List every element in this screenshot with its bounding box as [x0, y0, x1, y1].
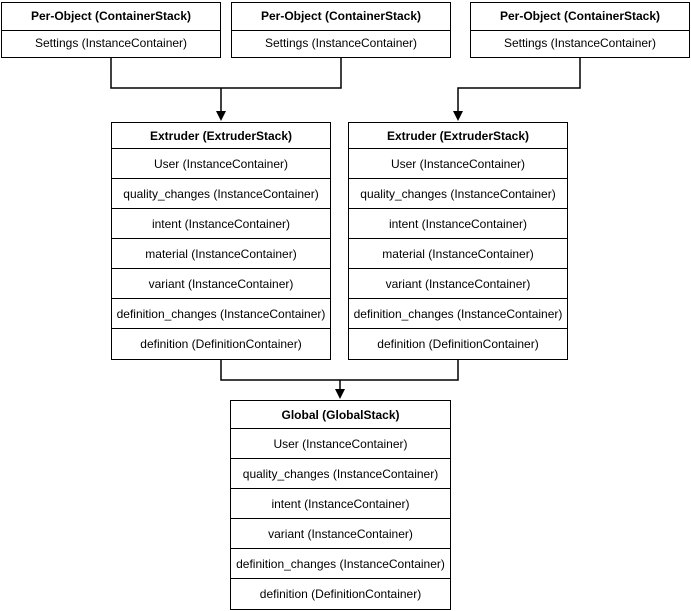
row-definition-changes: definition_changes (InstanceContainer) — [231, 548, 450, 578]
row-definition: definition (DefinitionContainer) — [112, 328, 330, 358]
stack-title: Per-Object (ContainerStack) — [30, 9, 192, 24]
arrowhead-down-icon — [216, 111, 226, 121]
row-settings: Settings (InstanceContainer) — [2, 29, 220, 57]
row-variant: variant (InstanceContainer) — [231, 518, 450, 548]
row-settings: Settings (InstanceContainer) — [232, 29, 450, 57]
row-intent: intent (InstanceContainer) — [349, 208, 567, 238]
connector-extruders-to-global — [220, 360, 459, 399]
row-material: material (InstanceContainer) — [112, 238, 330, 268]
arrowhead-down-icon — [453, 111, 463, 121]
row-settings: Settings (InstanceContainer) — [471, 29, 689, 57]
row-quality-changes: quality_changes (InstanceContainer) — [349, 178, 567, 208]
per-object-stack-3: Per-Object (ContainerStack) Settings (In… — [470, 2, 690, 58]
row-user: User (InstanceContainer) — [112, 148, 330, 178]
row-quality-changes: quality_changes (InstanceContainer) — [112, 178, 330, 208]
row-definition: definition (DefinitionContainer) — [349, 328, 567, 358]
extruder-stack-1: Extruder (ExtruderStack) User (InstanceC… — [111, 122, 331, 360]
stack-title: Per-Object (ContainerStack) — [499, 9, 661, 24]
connector-perobjects-to-left-extruder — [110, 58, 342, 121]
stack-title: Extruder (ExtruderStack) — [386, 128, 530, 143]
elbow-line — [110, 58, 342, 89]
connector-perobject-to-right-extruder — [453, 58, 581, 121]
row-variant: variant (InstanceContainer) — [112, 268, 330, 298]
per-object-stack-1: Per-Object (ContainerStack) Settings (In… — [1, 2, 221, 58]
extruder-stack-2: Extruder (ExtruderStack) User (InstanceC… — [348, 122, 568, 360]
per-object-stack-2: Per-Object (ContainerStack) Settings (In… — [231, 2, 451, 58]
row-user: User (InstanceContainer) — [349, 148, 567, 178]
stack-title: Extruder (ExtruderStack) — [149, 128, 293, 143]
row-definition: definition (DefinitionContainer) — [231, 578, 450, 608]
stack-title: Global (GlobalStack) — [281, 407, 400, 422]
row-intent: intent (InstanceContainer) — [112, 208, 330, 238]
row-user: User (InstanceContainer) — [231, 428, 450, 458]
elbow-line — [457, 58, 581, 112]
row-material: material (InstanceContainer) — [349, 238, 567, 268]
row-quality-changes: quality_changes (InstanceContainer) — [231, 458, 450, 488]
stack-title: Per-Object (ContainerStack) — [260, 9, 422, 24]
row-definition-changes: definition_changes (InstanceContainer) — [112, 298, 330, 328]
elbow-line — [220, 360, 459, 381]
global-stack: Global (GlobalStack) User (InstanceConta… — [230, 400, 451, 610]
row-variant: variant (InstanceContainer) — [349, 268, 567, 298]
arrowhead-down-icon — [335, 389, 345, 399]
row-intent: intent (InstanceContainer) — [231, 488, 450, 518]
row-definition-changes: definition_changes (InstanceContainer) — [349, 298, 567, 328]
